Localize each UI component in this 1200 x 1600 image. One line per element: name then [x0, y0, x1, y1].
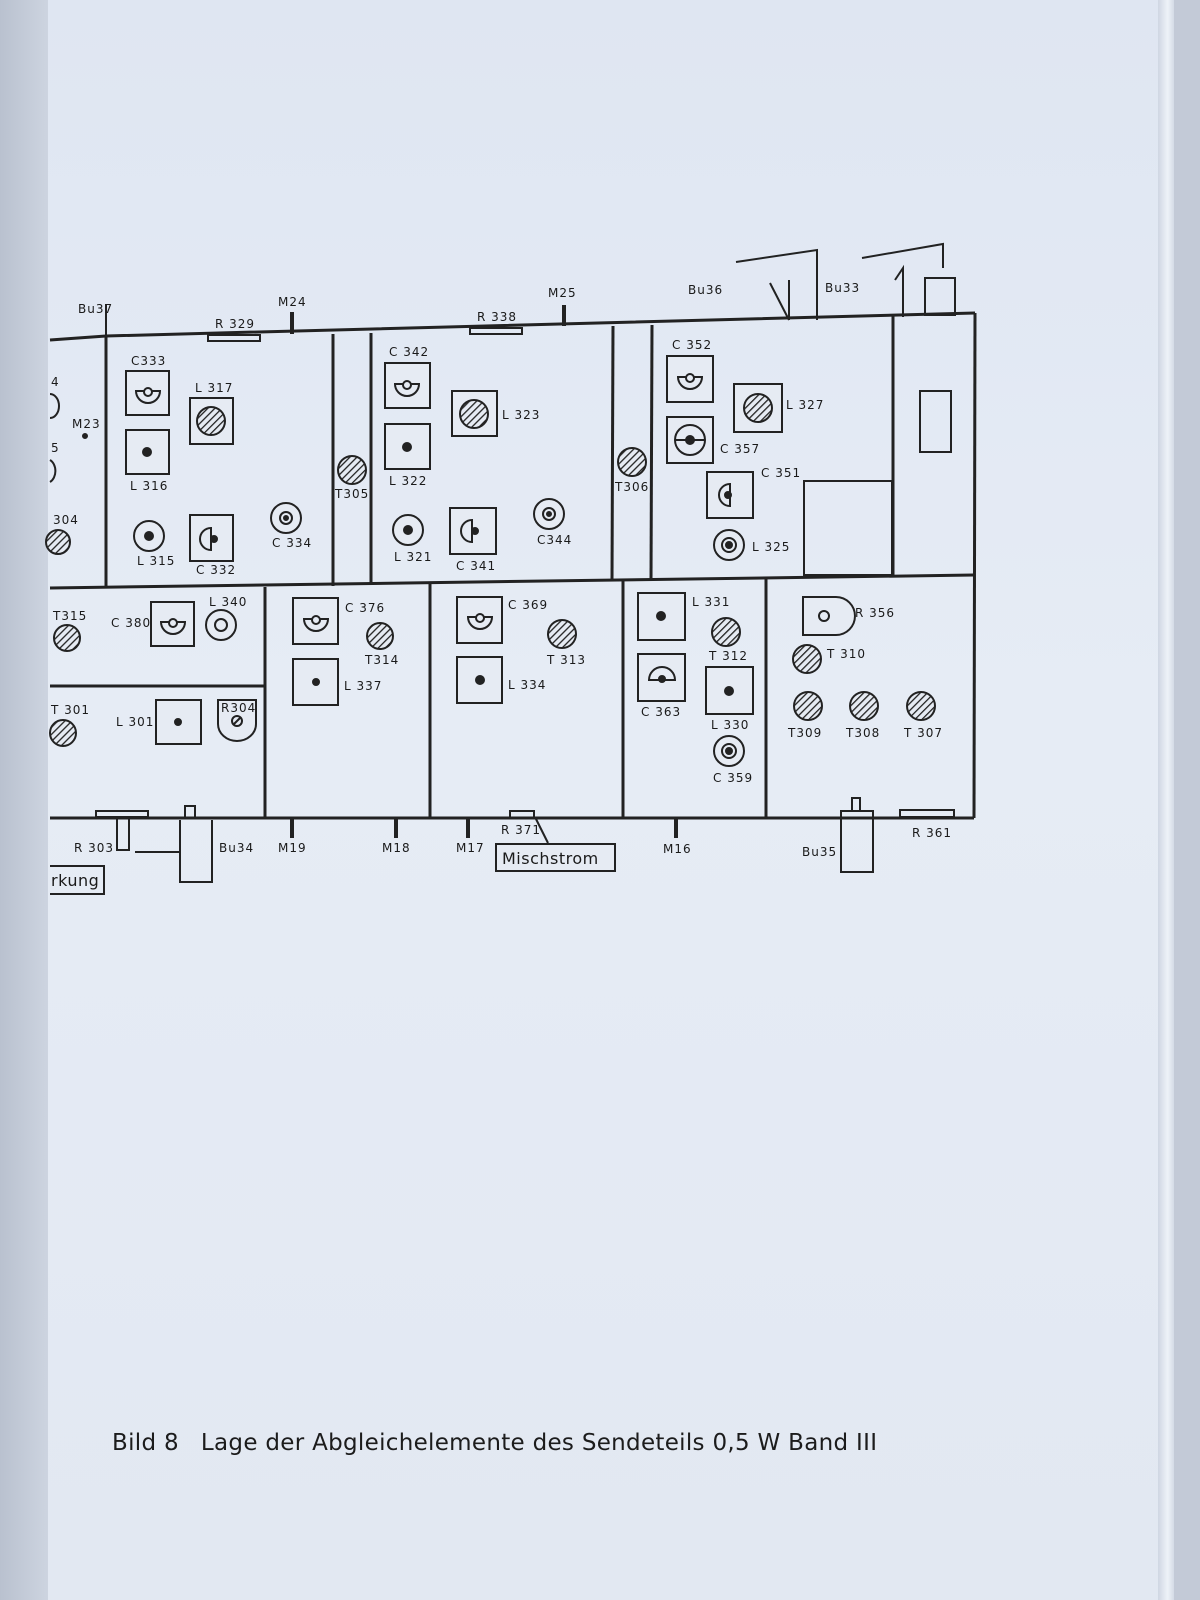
label-c357: C 357 [720, 442, 760, 456]
top-connectors [105, 242, 956, 342]
label-m17: M17 [456, 841, 485, 855]
label-l321: L 321 [394, 550, 432, 564]
label-fragment-4: 4 [51, 375, 60, 389]
label-bu37: Bu37 [78, 302, 113, 316]
label-c342: C 342 [389, 345, 429, 359]
label-bu34: Bu34 [219, 841, 254, 855]
label-c376: C 376 [345, 601, 385, 615]
label-t307: T 307 [903, 726, 943, 740]
label-c363: C 363 [641, 705, 681, 719]
label-m16: M16 [663, 842, 692, 856]
label-c351: C 351 [761, 466, 801, 480]
label-t315: T315 [52, 609, 87, 623]
label-c359: C 359 [713, 771, 753, 785]
label-l317: L 317 [195, 381, 233, 395]
label-c369: C 369 [508, 598, 548, 612]
label-r303: R 303 [74, 841, 114, 855]
label-m18: M18 [382, 841, 411, 855]
label-l316: L 316 [130, 479, 168, 493]
label-l322: L 322 [389, 474, 427, 488]
label-l340: L 340 [209, 595, 247, 609]
label-l337: L 337 [344, 679, 382, 693]
page-edge [1158, 0, 1174, 1600]
label-c341: C 341 [456, 559, 496, 573]
component-labels: Bu37 M24 R 329 R 338 M25 Bu36 Bu33 4 5 C… [50, 281, 952, 890]
label-t312: T 312 [708, 649, 748, 663]
label-r371: R 371 [501, 823, 541, 837]
label-t310: T 310 [826, 647, 866, 661]
label-r338: R 338 [477, 310, 517, 324]
label-304: 304 [53, 513, 79, 527]
page-shadow [0, 0, 48, 1600]
label-r329: R 329 [215, 317, 255, 331]
label-bu36: Bu36 [688, 283, 723, 297]
label-t308: T308 [845, 726, 880, 740]
figure-caption: Bild 8 Lage der Abgleichelemente des Send… [112, 1430, 992, 1456]
label-l331: L 331 [692, 595, 730, 609]
figure-number: Bild 8 [112, 1430, 179, 1456]
label-l334: L 334 [508, 678, 546, 692]
label-l323: L 323 [502, 408, 540, 422]
label-l301: L 301 [116, 715, 154, 729]
label-r356: R 356 [855, 606, 895, 620]
label-r304: R304 [221, 701, 256, 715]
label-m24: M24 [278, 295, 307, 309]
components [45, 355, 936, 767]
label-fragment-5: 5 [51, 441, 60, 455]
label-c352: C 352 [672, 338, 712, 352]
label-r361: R 361 [912, 826, 952, 840]
label-t306: T306 [614, 480, 649, 494]
label-m23: M23 [72, 417, 101, 431]
label-l327: L 327 [786, 398, 824, 412]
label-l330: L 330 [711, 718, 749, 732]
label-l325: L 325 [752, 540, 790, 554]
label-t309: T309 [787, 726, 822, 740]
label-t305: T305 [334, 487, 369, 501]
label-c334: C 334 [272, 536, 312, 550]
label-l315: L 315 [137, 554, 175, 568]
label-t313: T 313 [546, 653, 586, 667]
label-t301: T 301 [50, 703, 90, 717]
label-m25: M25 [548, 286, 577, 300]
label-bu33: Bu33 [825, 281, 860, 295]
label-bu35: Bu35 [802, 845, 837, 859]
label-mischstrom: Mischstrom [502, 849, 599, 868]
label-c380: C 380 [111, 616, 151, 630]
figure-caption-text: Lage der Abgleichelemente des Sendeteils… [200, 1430, 878, 1456]
label-wirkung-fragment: rkung [51, 871, 99, 890]
label-c344: C344 [537, 533, 572, 547]
label-t314: T314 [364, 653, 399, 667]
label-m19: M19 [278, 841, 307, 855]
label-c333: C333 [131, 354, 166, 368]
bottom-connectors [50, 797, 955, 895]
label-c332: C 332 [196, 563, 236, 577]
